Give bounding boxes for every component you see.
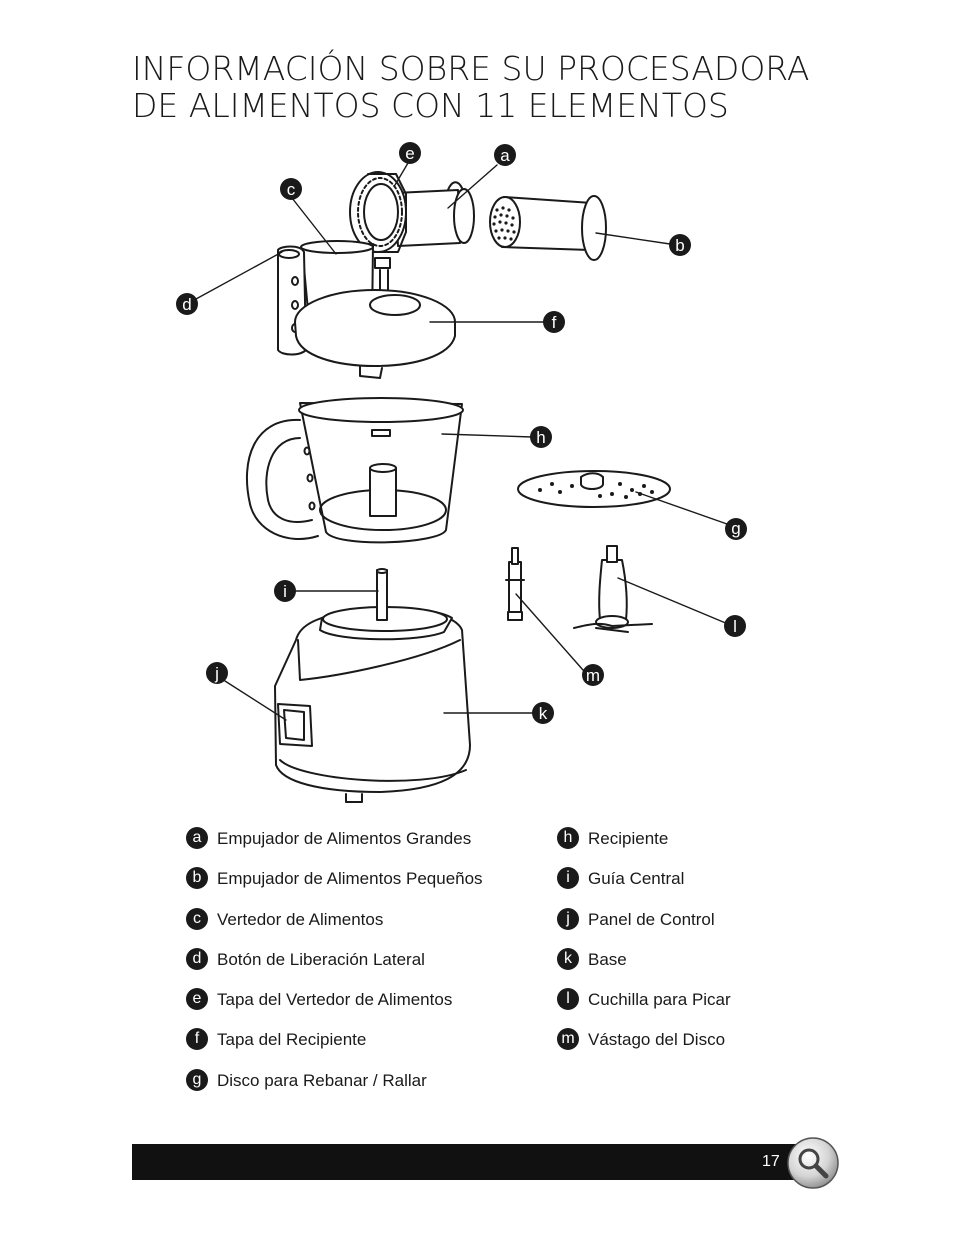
callout-k: k	[532, 702, 554, 724]
callout-e: e	[399, 142, 421, 164]
legend-item: a Empujador de Alimentos Grandes	[186, 827, 483, 868]
callout-b: b	[669, 234, 691, 256]
legend-badge: d	[186, 947, 208, 970]
legend-left-column: a Empujador de Alimentos Grandes b Empujad…	[186, 827, 483, 1110]
callout-f: f	[543, 311, 565, 333]
legend-badge: i	[557, 867, 579, 890]
svg-text:k: k	[539, 704, 548, 723]
slicing-disc-drawing	[517, 470, 671, 508]
legend-item: c Vertedor de Alimentos	[186, 907, 483, 949]
page-title-line-2: DE ALIMENTOS CON 11 ELEMENTOS	[132, 86, 729, 125]
legend-label: Base	[588, 949, 627, 969]
svg-text:a: a	[500, 146, 510, 165]
callout-c: c	[280, 178, 302, 200]
legend-item: f Tapa del Recipiente	[186, 1028, 483, 1069]
food-processor-diagram: a e c b d f h g i l j m k	[176, 142, 747, 803]
svg-text:g: g	[731, 519, 740, 538]
svg-text:c: c	[287, 180, 296, 199]
legend-label: Guía Central	[588, 869, 685, 889]
svg-text:i: i	[283, 582, 287, 601]
callout-j: j	[206, 662, 228, 684]
page-title-line-1: INFORMACIÓN SOBRE SU PROCESADORA	[132, 49, 810, 88]
legend-item: h Recipiente	[557, 827, 731, 868]
magnifier-icon	[787, 1137, 839, 1189]
small-food-pusher-drawing	[489, 195, 607, 261]
legend-label: Recipiente	[588, 829, 669, 848]
legend-badge: f	[186, 1028, 208, 1051]
legend-label: Disco para Rebanar / Rallar	[217, 1070, 427, 1090]
svg-text:j: j	[214, 664, 219, 683]
callout-i: i	[274, 580, 296, 602]
legend-item: j Panel de Control	[557, 907, 731, 949]
legend-badge: a	[186, 827, 208, 849]
bowl-lid-drawing	[294, 289, 456, 379]
page-number: 17	[762, 1153, 780, 1170]
svg-text:l: l	[733, 617, 737, 636]
chopping-blade-drawing	[573, 545, 653, 633]
legend-item: g Disco para Rebanar / Rallar	[186, 1068, 483, 1110]
legend-label: Tapa del Recipiente	[217, 1030, 367, 1050]
svg-text:b: b	[675, 236, 684, 255]
legend-badge: j	[557, 907, 579, 930]
motor-base-drawing	[274, 568, 471, 803]
legend-label: Vástago del Disco	[588, 1030, 726, 1050]
page-title: INFORMACIÓN SOBRE SU PROCESADORA DE ALIM…	[132, 50, 892, 124]
large-food-pusher-drawing	[394, 181, 475, 247]
feed-tube-lid-drawing	[349, 171, 407, 253]
bowl-drawing	[246, 397, 464, 544]
legend-item: m Vástago del Disco	[557, 1028, 731, 1069]
svg-text:f: f	[552, 313, 557, 332]
callout-a: a	[494, 144, 516, 166]
legend-label: Tapa del Vertedor de Alimentos	[217, 990, 453, 1010]
callout-m: m	[582, 664, 604, 686]
legend-item: b Empujador de Alimentos Pequeños	[186, 867, 483, 908]
legend-badge: g	[186, 1068, 208, 1091]
svg-text:d: d	[182, 295, 191, 314]
diagram-callouts: a e c b d f h g i l j m k	[176, 142, 747, 724]
legend-badge: c	[186, 907, 208, 930]
legend-item: l Cuchilla para Picar	[557, 988, 731, 1029]
leader-lines	[195, 162, 729, 721]
legend-badge: k	[557, 947, 579, 970]
legend-label: Empujador de Alimentos Pequeños	[217, 869, 483, 889]
legend-label: Botón de Liberación Lateral	[217, 949, 425, 969]
legend-label: Vertedor de Alimentos	[217, 909, 384, 929]
legend-item: k Base	[557, 947, 731, 989]
legend-item: i Guía Central	[557, 867, 731, 908]
legend-badge: h	[557, 827, 579, 849]
callout-h: h	[530, 426, 552, 448]
legend-badge: l	[557, 988, 579, 1011]
callout-l: l	[724, 615, 746, 637]
legend-badge: b	[186, 867, 208, 890]
svg-text:m: m	[586, 666, 600, 685]
disc-stem-drawing	[505, 547, 525, 621]
legend-label: Empujador de Alimentos Grandes	[217, 829, 472, 848]
legend-item: d Botón de Liberación Lateral	[186, 947, 483, 989]
footer-bar	[132, 1144, 804, 1180]
callout-g: g	[725, 518, 747, 540]
callout-d: d	[176, 293, 198, 315]
legend-label: Cuchilla para Picar	[588, 990, 731, 1010]
legend-badge: e	[186, 988, 208, 1011]
legend-right-column: h Recipiente i Guía Central j Panel de Cont…	[557, 827, 731, 1070]
svg-text:h: h	[536, 428, 545, 447]
legend-badge: m	[557, 1028, 579, 1051]
svg-text:e: e	[405, 144, 414, 163]
legend-item: e Tapa del Vertedor de Alimentos	[186, 988, 483, 1029]
legend-label: Panel de Control	[588, 909, 715, 929]
